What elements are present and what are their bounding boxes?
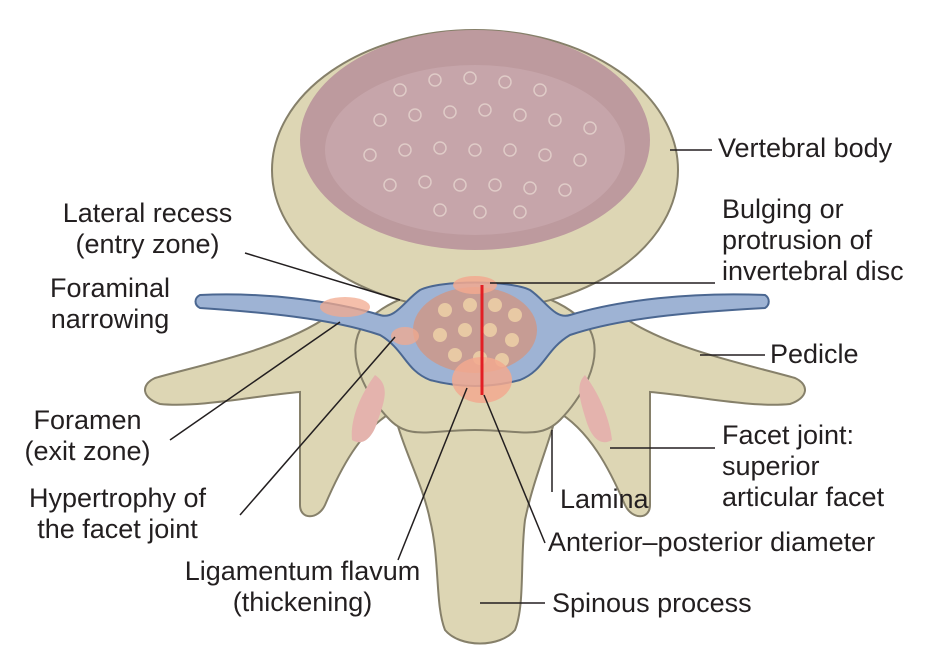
label-hypertrophy-line2: the facet joint	[5, 514, 230, 545]
label-spinous-process: Spinous process	[552, 588, 752, 619]
label-foramen: Foramen (exit zone)	[5, 405, 170, 467]
label-foraminal-narrowing-line2: narrowing	[25, 304, 195, 335]
label-bulging-disc-line1: Bulging or	[722, 194, 904, 225]
label-bulging-disc: Bulging or protrusion of invertebral dis…	[722, 194, 904, 287]
label-vertebral-body: Vertebral body	[718, 133, 892, 164]
label-facet-joint-line2: superior	[722, 451, 884, 482]
label-foramen-line1: Foramen	[5, 405, 170, 436]
label-bulging-disc-line3: invertebral disc	[722, 256, 904, 287]
label-foraminal-narrowing-line1: Foraminal	[25, 273, 195, 304]
label-ligamentum-flavum: Ligamentum flavum (thickening)	[160, 556, 445, 618]
label-lateral-recess-line1: Lateral recess	[20, 198, 275, 229]
label-facet-joint-line1: Facet joint:	[722, 420, 884, 451]
label-foraminal-narrowing: Foraminal narrowing	[25, 273, 195, 335]
label-ligamentum-flavum-line1: Ligamentum flavum	[160, 556, 445, 587]
label-facet-joint: Facet joint: superior articular facet	[722, 420, 884, 513]
label-lateral-recess: Lateral recess (entry zone)	[20, 198, 275, 260]
label-ap-diameter: Anterior–posterior diameter	[548, 527, 875, 558]
label-bulging-disc-line2: protrusion of	[722, 225, 904, 256]
label-pedicle: Pedicle	[770, 339, 859, 370]
label-lamina: Lamina	[560, 484, 649, 515]
label-hypertrophy-line1: Hypertrophy of	[5, 483, 230, 514]
label-foramen-line2: (exit zone)	[5, 436, 170, 467]
disc-bulge-highlight	[453, 276, 497, 294]
label-ligamentum-flavum-line2: (thickening)	[160, 587, 445, 618]
label-lateral-recess-line2: (entry zone)	[20, 229, 275, 260]
label-facet-joint-line3: articular facet	[722, 482, 884, 513]
lateral-recess-highlight	[391, 327, 419, 345]
label-hypertrophy: Hypertrophy of the facet joint	[5, 483, 230, 545]
foraminal-narrowing-highlight	[320, 297, 370, 317]
